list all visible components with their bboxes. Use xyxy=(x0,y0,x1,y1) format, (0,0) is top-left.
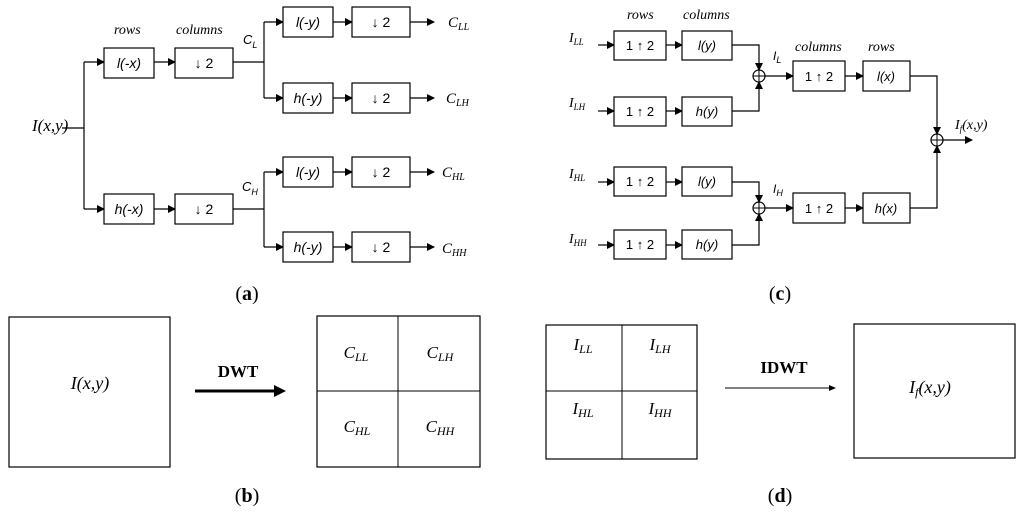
downsample-label-bottom: ↓ 2 xyxy=(195,201,214,217)
downsample-label-top: ↓ 2 xyxy=(195,55,214,71)
filter-hy-label-c2: h(y) xyxy=(696,237,718,252)
filter-hy-box-1 xyxy=(282,82,334,114)
filter-lx-label: l(-x) xyxy=(117,55,141,71)
idwt-arrow-label: IDWT xyxy=(760,358,808,377)
output-chl: CHL xyxy=(442,165,465,183)
input-ihl: IHL xyxy=(568,167,585,183)
cl-label: CL xyxy=(243,32,257,50)
ch-label: CH xyxy=(242,179,258,197)
filter-ly-box-1 xyxy=(282,6,334,38)
filter-hx-box-c xyxy=(862,192,911,224)
quad-cll: CLL xyxy=(344,343,369,364)
filter-hx-label-c: h(x) xyxy=(875,201,897,216)
downsample-box-top xyxy=(174,47,234,79)
filter-ly-label-c1: l(y) xyxy=(698,38,716,53)
panel-c-idwt-filter-bank: rows columns ILL ILH IHL IHH 1 ↑ 2 l(y) … xyxy=(568,8,988,305)
downsample-label-4: ↓ 2 xyxy=(372,239,391,255)
filter-lx-box xyxy=(103,47,155,79)
output-clh: CLH xyxy=(446,91,470,109)
input-ilh: ILH xyxy=(568,96,586,112)
original-image-box xyxy=(8,316,171,468)
quad-ilh: ILH xyxy=(648,335,671,356)
header-rows-c2: rows xyxy=(868,40,895,55)
filter-ly-box-2 xyxy=(282,156,334,188)
filter-hx-box xyxy=(103,193,155,225)
reconstructed-image-label: If(x,y) xyxy=(908,377,951,399)
input-ihh: IHH xyxy=(568,232,587,248)
idwt-arrow-head xyxy=(829,385,836,391)
caption-c: (c) xyxy=(769,283,791,305)
header-rows-c: rows xyxy=(627,8,654,23)
upsample-label-l: 1 ↑ 2 xyxy=(805,69,833,84)
header-columns-a: columns xyxy=(176,23,223,38)
filter-hy-box-c1 xyxy=(681,96,733,127)
quad-ihl: IHL xyxy=(571,399,593,420)
downsample-box-3 xyxy=(351,156,411,188)
upsample-label-h: 1 ↑ 2 xyxy=(805,201,833,216)
filter-hy-box-c2 xyxy=(681,229,733,260)
quad-ihh: IHH xyxy=(647,399,672,420)
filter-hy-label-1: h(-y) xyxy=(294,90,323,106)
filter-hy-label-c1: h(y) xyxy=(696,104,718,119)
upsample-label-3: 1 ↑ 2 xyxy=(626,174,654,189)
downsample-label-1: ↓ 2 xyxy=(372,14,391,30)
filter-ly-label-1: l(-y) xyxy=(296,14,320,30)
input-label-a: I(x,y) xyxy=(31,116,69,135)
caption-d: (d) xyxy=(768,485,792,507)
filter-lx-label-c: l(x) xyxy=(877,69,895,84)
panel-d-idwt-reconstruction: ILL ILH IHL IHH IDWT If(x,y) (d) xyxy=(545,323,1016,507)
filter-hx-label: h(-x) xyxy=(115,201,144,217)
upsample-label-4: 1 ↑ 2 xyxy=(626,237,654,252)
filter-ly-box-c1 xyxy=(681,30,733,61)
input-ill: ILL xyxy=(568,31,584,47)
panel-b-dwt-decomposition: I(x,y) DWT CLL CLH CHL CHH (b) xyxy=(8,315,481,507)
dwt-arrow-head xyxy=(274,385,286,397)
downsample-box-4 xyxy=(351,231,411,263)
filter-ly-label-2: l(-y) xyxy=(296,164,320,180)
caption-a: (a) xyxy=(235,283,258,305)
quad-chl: CHL xyxy=(344,417,371,438)
filter-ly-label-c2: l(y) xyxy=(698,174,716,189)
header-columns-c: columns xyxy=(683,8,730,23)
upsample-box-h xyxy=(792,192,846,224)
reconstructed-image-box xyxy=(853,323,1016,459)
downsample-box-bottom xyxy=(174,193,234,225)
original-image-label: I(x,y) xyxy=(70,373,109,394)
upsample-label-1: 1 ↑ 2 xyxy=(626,38,654,53)
dwt-arrow-label: DWT xyxy=(218,362,259,381)
header-rows-a: rows xyxy=(114,23,141,38)
downsample-label-3: ↓ 2 xyxy=(372,164,391,180)
quad-chh: CHH xyxy=(426,417,456,438)
upsample-box-3 xyxy=(613,166,667,197)
output-chh: CHH xyxy=(442,241,467,259)
panel-a-dwt-filter-bank: I(x,y) rows columns l(-x) ↓ 2 CL l(-y) ↓… xyxy=(31,6,470,305)
filter-hy-label-2: h(-y) xyxy=(294,239,323,255)
upsample-label-2: 1 ↑ 2 xyxy=(626,104,654,119)
upsample-box-1 xyxy=(613,30,667,61)
output-cll: CLL xyxy=(448,15,470,33)
quad-ill: ILL xyxy=(572,335,592,356)
ih-label: IH xyxy=(773,182,783,198)
header-columns-c2: columns xyxy=(795,40,842,55)
downsample-label-2: ↓ 2 xyxy=(372,90,391,106)
il-label: IL xyxy=(773,49,781,65)
output-if: If(x,y) xyxy=(954,118,988,134)
upsample-box-4 xyxy=(613,229,667,260)
quad-clh: CLH xyxy=(427,343,455,364)
caption-b: (b) xyxy=(235,485,259,507)
downsample-box-2 xyxy=(351,82,411,114)
